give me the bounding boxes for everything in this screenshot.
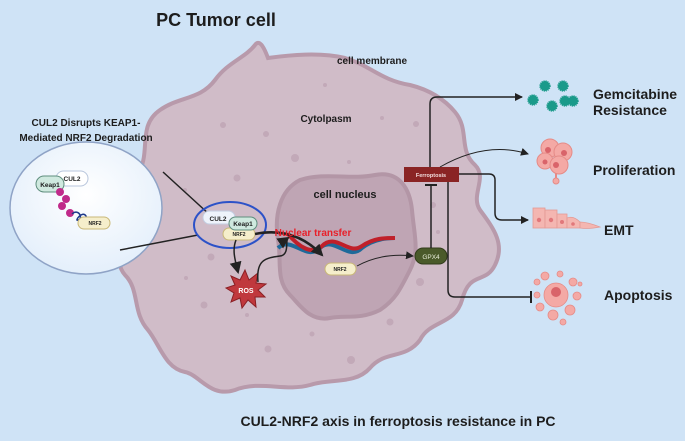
arrow-to-proliferation [439,148,529,168]
nucleus-nrf2: NRF2 [324,262,357,276]
inset-zoom-circle [9,141,163,275]
svg-text:CUL2: CUL2 [210,216,227,223]
svg-text:NRF2: NRF2 [88,221,101,227]
outcome-emt: EMT [604,222,634,238]
inset-connector-lower [119,234,199,251]
inset-title-line2: Mediated NRF2 Degradation [19,133,152,144]
svg-text:ROS: ROS [238,288,254,295]
apoptosis-cell-icon [533,270,583,326]
outcome-gemcitabine-line2: Resistance [593,102,667,118]
arrow-to-emt [459,173,529,224]
inset-nrf2: NRF2 [77,216,111,230]
outcome-apoptosis: Apoptosis [604,287,673,303]
complex-cul2: CUL2 [202,210,236,225]
svg-text:CUL2: CUL2 [64,176,81,183]
outcome-gemcitabine-line1: Gemcitabine [593,86,677,102]
gemcitabine-particles-icon [527,80,579,112]
cytoplasm-label: Cytolpasm [300,114,351,125]
ros-burst: ROS [224,268,268,310]
gpx4-node: GPX4 [414,247,448,265]
outcome-proliferation: Proliferation [593,162,675,178]
arrow-to-gemcitabine [429,93,523,167]
ros-to-dna-arrow [257,236,290,283]
inhibit-line-to-apoptosis [447,182,531,298]
ferroptosis-node: Ferroptosis [404,167,459,182]
inset-title-line1: CUL2 Disrupts KEAP1- [32,118,141,129]
cytoplasm-granules [183,83,440,364]
svg-text:NRF2: NRF2 [333,267,346,273]
dna-helix [276,232,396,255]
inset-ubiquitin-chain [56,188,74,217]
nuclear-transfer-arrow [254,231,324,257]
proliferation-cells-icon [536,138,573,185]
cell-membrane-label: cell membrane [337,56,407,67]
complex-keap1: Keap1 [228,216,258,231]
svg-text:Keap1: Keap1 [233,221,253,228]
emt-cells-icon [532,207,602,229]
nuclear-transfer-label: Nuclear transfer [275,228,352,239]
nrf2-to-gpx4-arrow [356,251,414,267]
inset-connector-upper [162,171,211,216]
cul2-keap1-nrf2-complex-ring [193,201,267,249]
svg-text:Keap1: Keap1 [40,182,60,189]
inset-keap1: Keap1 [35,175,65,193]
svg-text:GPX4: GPX4 [422,254,440,261]
svg-text:NRF2: NRF2 [232,232,245,238]
cell-nucleus-label: cell nucleus [314,189,377,201]
figure-title: PC Tumor cell [156,10,276,30]
figure-caption: CUL2-NRF2 axis in ferroptosis resistance… [240,413,555,429]
complex-to-ros-arrow [229,239,242,274]
svg-text:Ferroptosis: Ferroptosis [416,173,446,179]
